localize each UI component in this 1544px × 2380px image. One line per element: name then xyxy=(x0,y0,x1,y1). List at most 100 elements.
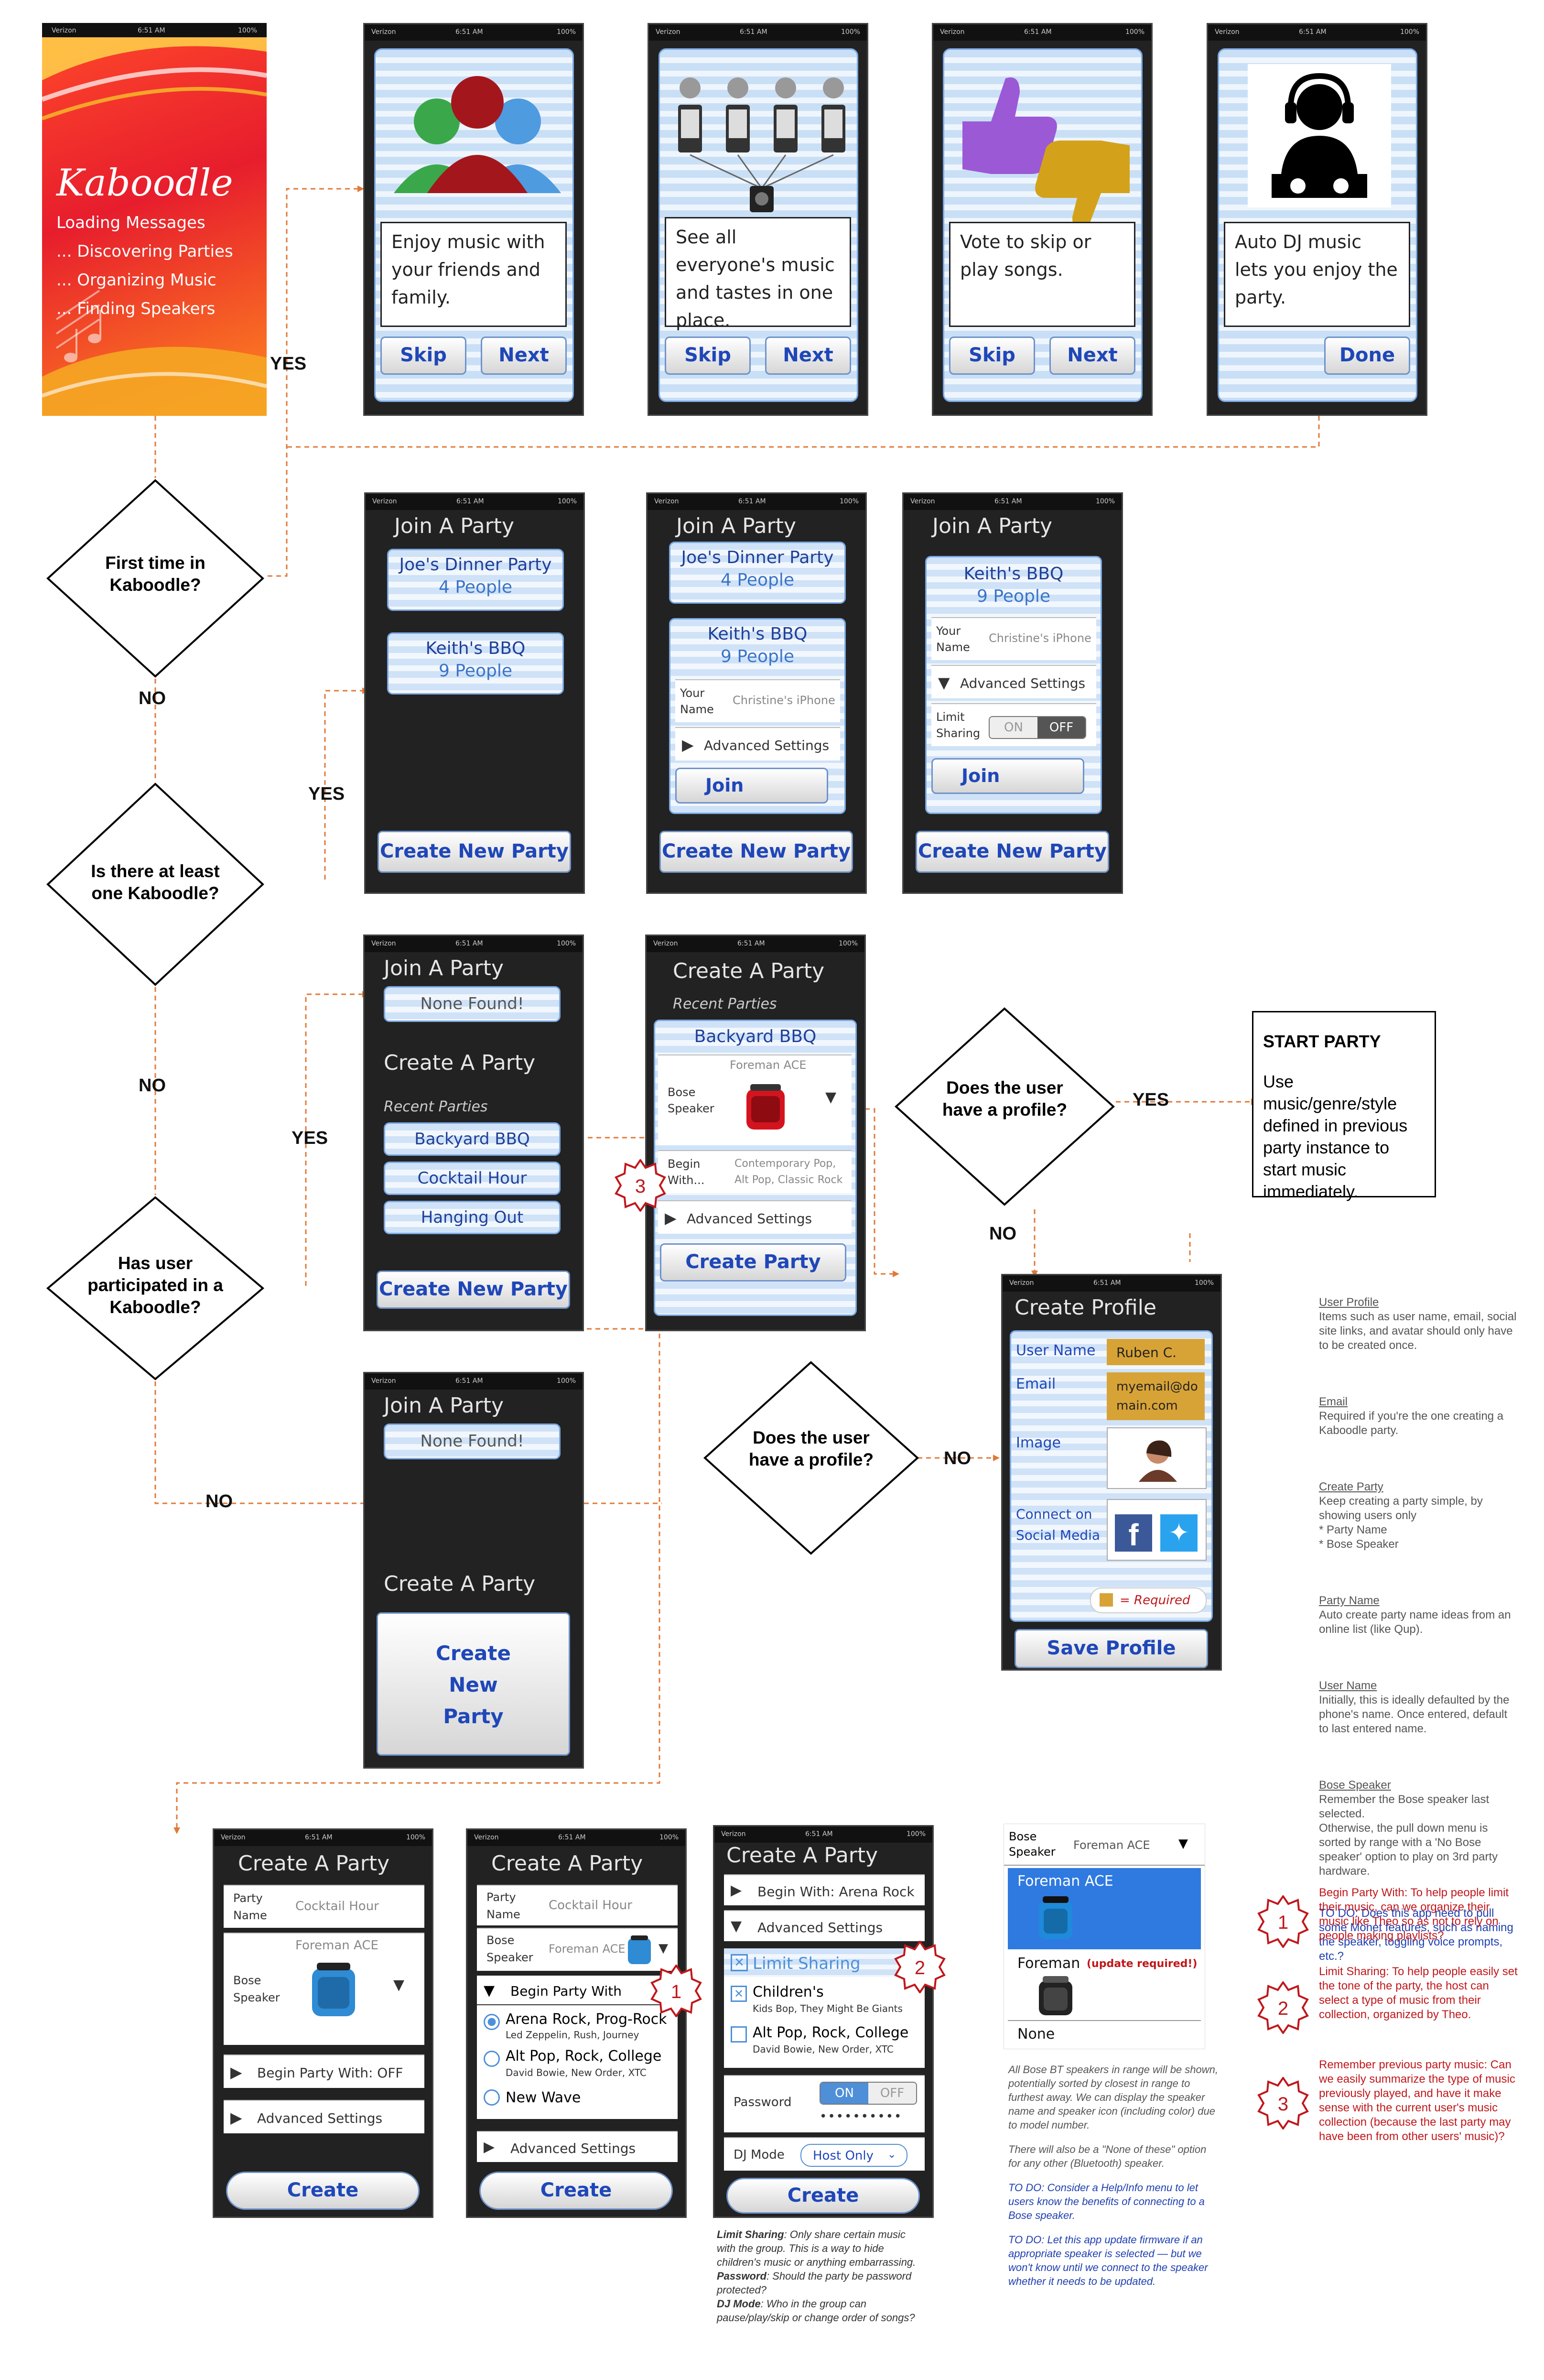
status-battery: 100% xyxy=(556,28,576,36)
speaker-row[interactable]: Bose Speaker Foreman ACE ▼ xyxy=(477,1928,678,1971)
option-arena[interactable]: Arena Rock, Prog-Rock Led Zeppelin, Rush… xyxy=(477,2008,678,2042)
join-button[interactable]: Join xyxy=(675,768,828,804)
status-carrier: Verizon xyxy=(656,28,680,36)
dj-mode-row[interactable]: DJ Mode Host Only ⌄ xyxy=(724,2137,925,2171)
recent-party-cocktail[interactable]: Cocktail Hour xyxy=(384,1162,561,1195)
speaker-row[interactable]: Foreman ACE Bose Speaker ▼ xyxy=(658,1054,852,1145)
password-row[interactable]: Password ON OFF •••••••••• xyxy=(724,2075,925,2132)
limit-sharing-toggle[interactable]: ON OFF xyxy=(989,716,1086,739)
create-new-party-button[interactable]: Create New Party xyxy=(378,831,571,873)
party-card-keith[interactable]: Keith's BBQ 9 People xyxy=(387,632,564,695)
recent-party-name: Backyard BBQ xyxy=(414,1130,530,1149)
party-name-row[interactable]: Party Name Cocktail Hour xyxy=(224,1885,424,1928)
status-bar: Verizon 6:51 AM 100% xyxy=(648,494,865,510)
dj-mode-select[interactable]: Host Only ⌄ xyxy=(800,2144,907,2167)
option-altpop[interactable]: Alt Pop, Rock, College David Bowie, New … xyxy=(477,2045,678,2081)
party-card-keith-limit[interactable]: Keith's BBQ 9 People Your Name Christine… xyxy=(925,556,1102,814)
diamond-shape xyxy=(703,1361,919,1555)
your-name-row[interactable]: Your Name Christine's iPhone xyxy=(675,679,840,722)
create-button[interactable]: Create xyxy=(726,2178,920,2214)
create-new-party-button[interactable]: Create New Party xyxy=(659,831,853,873)
party-name: Keith's BBQ xyxy=(425,639,526,658)
speaker-dropdown-header[interactable]: Bose Speaker Foreman ACE ▼ xyxy=(1004,1824,1205,1866)
begin-with-header[interactable]: ▼ Begin Party With xyxy=(477,1976,678,2005)
your-name-row[interactable]: Your Name Christine's iPhone xyxy=(931,617,1096,660)
diamond-shape xyxy=(46,782,264,986)
none-found-text: None Found! xyxy=(420,1432,524,1451)
create-party-button[interactable]: Create Party xyxy=(660,1243,846,1282)
chevron-down-icon[interactable]: ▼ xyxy=(393,1977,405,1993)
speaker-option-foreman[interactable]: Foreman (update required!) xyxy=(1008,1953,1201,2015)
recent-party-hanging[interactable]: Hanging Out xyxy=(384,1201,561,1234)
status-bar: Verizon 6:51 AM 100% xyxy=(365,24,583,41)
option-altpop[interactable]: Alt Pop, Rock, College David Bowie, New … xyxy=(724,2022,925,2061)
twitter-icon[interactable]: ✦ xyxy=(1160,1514,1198,1552)
speaker-row[interactable]: Foreman ACE Bose Speaker ▼ xyxy=(224,1933,424,2045)
next-button[interactable]: Next xyxy=(481,337,567,375)
done-button[interactable]: Done xyxy=(1324,337,1410,375)
begin-with-row[interactable]: Begin With... Contemporary Pop, Alt Pop,… xyxy=(658,1150,852,1193)
decision-text: Does the user have a profile? xyxy=(748,1428,874,1469)
chevron-down-icon[interactable]: ▼ xyxy=(825,1089,837,1106)
party-card-joe[interactable]: Joe's Dinner Party 4 People xyxy=(669,542,846,604)
password-value: •••••••••• xyxy=(820,2109,903,2124)
skip-button[interactable]: Skip xyxy=(380,337,466,375)
limit-sharing-header[interactable]: ✕ Limit Sharing xyxy=(724,1948,925,1977)
begin-arena-row[interactable]: ▶ Begin With: Arena Rock xyxy=(724,1874,925,1905)
limit-sharing-row[interactable]: Limit Sharing ON OFF xyxy=(931,703,1096,746)
recent-parties-label: Recent Parties xyxy=(384,1098,488,1115)
none-found-card: None Found! xyxy=(384,986,561,1022)
create-new-party-button[interactable]: Create New Party xyxy=(377,1271,570,1309)
avatar-field[interactable] xyxy=(1107,1427,1207,1489)
speaker-label: Bose Speaker xyxy=(486,1934,533,1964)
next-button[interactable]: Next xyxy=(765,337,851,375)
create-button[interactable]: Create xyxy=(479,2172,673,2210)
onboarding-message: Auto DJ music lets you enjoy the party. xyxy=(1224,222,1410,327)
party-name: Keith's BBQ xyxy=(707,624,808,644)
speaker-option-none[interactable]: None xyxy=(1008,2020,1201,2045)
user-name-field[interactable]: Ruben C. xyxy=(1107,1339,1205,1365)
email-label: Email xyxy=(1016,1376,1056,1392)
recent-party-backyard[interactable]: Backyard BBQ xyxy=(384,1122,561,1156)
party-card-keith-expanded[interactable]: Keith's BBQ 9 People Your Name Christine… xyxy=(669,618,846,814)
option-children[interactable]: ✕ Children's Kids Bop, They Might Be Gia… xyxy=(724,1982,925,2020)
create-button[interactable]: Create xyxy=(226,2172,420,2210)
option-new-wave[interactable]: New Wave xyxy=(477,2085,678,2113)
start-party-title: START PARTY xyxy=(1263,1032,1381,1051)
option-sub: Kids Bop, They Might Be Giants xyxy=(753,2003,903,2014)
create-new-party-big-button[interactable]: Create New Party xyxy=(377,1612,570,1756)
party-card-joe[interactable]: Joe's Dinner Party 4 People xyxy=(387,549,564,611)
speaker-option-foreman-ace[interactable]: Foreman ACE xyxy=(1008,1868,1201,1949)
next-button[interactable]: Next xyxy=(1049,337,1135,375)
begin-party-row[interactable]: ▶ Begin Party With: OFF xyxy=(224,2054,424,2088)
recent-party-panel[interactable]: Backyard BBQ Foreman ACE Bose Speaker ▼ … xyxy=(654,1020,857,1316)
option-title: New Wave xyxy=(506,2089,581,2106)
status-battery: 100% xyxy=(238,27,257,34)
note-body: Keep creating a party simple, by showing… xyxy=(1319,1495,1483,1551)
advanced-settings-row[interactable]: ▼ Advanced Settings xyxy=(724,1910,925,1941)
party-name-row[interactable]: Party Name Cocktail Hour xyxy=(477,1885,678,1925)
advanced-settings-row[interactable]: ▶ Advanced Settings xyxy=(224,2100,424,2133)
password-label: Password xyxy=(734,2095,792,2109)
update-required-badge: (update required!) xyxy=(1087,1958,1198,1970)
onboarding-panel: See all everyone's music and tastes in o… xyxy=(659,48,858,402)
skip-button[interactable]: Skip xyxy=(665,337,751,375)
advanced-settings-row[interactable]: ▶ Advanced Settings xyxy=(477,2131,678,2162)
create-new-party-button[interactable]: Create New Party xyxy=(916,831,1109,873)
diamond-shape xyxy=(895,1007,1115,1206)
advanced-settings-row[interactable]: ▶ Advanced Settings xyxy=(675,727,840,761)
advanced-settings-row[interactable]: ▼ Advanced Settings xyxy=(931,665,1096,698)
password-toggle[interactable]: ON OFF xyxy=(820,2082,917,2105)
decision-profile-b: Does the user have a profile? xyxy=(702,1360,920,1556)
facebook-icon[interactable]: f xyxy=(1115,1514,1152,1552)
join-button[interactable]: Join xyxy=(931,758,1084,794)
status-carrier: Verizon xyxy=(371,28,396,36)
save-profile-button[interactable]: Save Profile xyxy=(1015,1629,1208,1668)
social-field: f ✦ xyxy=(1107,1499,1207,1561)
dj-mode-label: DJ Mode xyxy=(734,2148,785,2162)
chevron-down-icon[interactable]: ▼ xyxy=(659,1941,668,1956)
advanced-settings-row[interactable]: ▶ Advanced Settings xyxy=(658,1200,852,1234)
onboarding-text: See all everyone's music and tastes in o… xyxy=(676,227,835,331)
email-field[interactable]: myemail@domain.com xyxy=(1107,1372,1205,1420)
skip-button[interactable]: Skip xyxy=(949,337,1035,375)
